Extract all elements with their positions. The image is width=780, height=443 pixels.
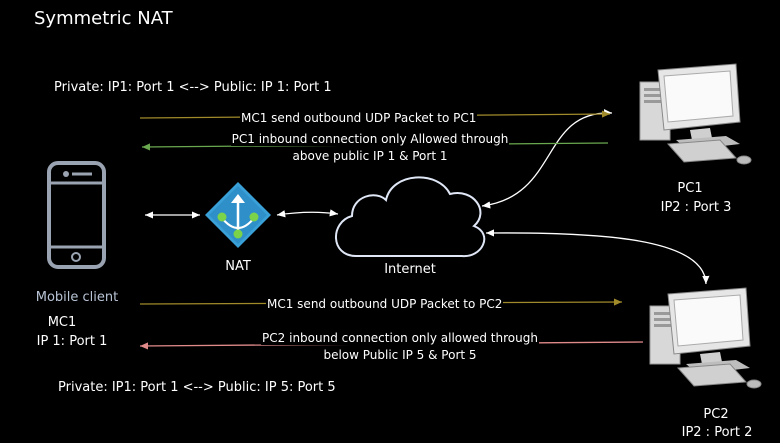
pc2-inbound-label: PC2 inbound connection only allowed thro… [240, 330, 560, 364]
mc1-to-pc1-label: MC1 send outbound UDP Packet to PC1 [240, 111, 478, 125]
pc1-inbound-label: PC1 inbound connection only Allowed thro… [210, 131, 530, 165]
mc1-address: IP 1: Port 1 [36, 334, 108, 349]
pc1-computer-icon [639, 63, 752, 165]
phone-icon [47, 161, 106, 269]
pc2-computer-icon [649, 287, 762, 389]
pc1-inbound-line2: above public IP 1 & Port 1 [292, 149, 448, 163]
mapping-bottom: Private: IP1: Port 1 <--> Public: IP 5: … [58, 380, 336, 395]
mapping-top: Private: IP1: Port 1 <--> Public: IP 1: … [54, 80, 332, 95]
internet-label: Internet [384, 262, 436, 277]
internet-pc2-link [485, 229, 710, 285]
nat-label: NAT [225, 259, 251, 274]
pc2-name: PC2 [703, 407, 729, 422]
pc2-inbound-line2: below Public IP 5 & Port 5 [323, 348, 477, 362]
pc1-address: IP2 : Port 3 [660, 200, 732, 215]
nat-icon [205, 182, 271, 248]
pc2-inbound-line1: PC2 inbound connection only allowed thro… [261, 331, 539, 345]
internet-cloud-icon [335, 176, 486, 258]
mobile-client-label: Mobile client [35, 290, 119, 305]
pc2-address: IP2 : Port 2 [681, 425, 753, 440]
pc1-inbound-line1: PC1 inbound connection only Allowed thro… [230, 132, 510, 146]
diagram-title: Symmetric NAT [34, 8, 173, 29]
nat-internet-link [276, 209, 339, 218]
internet-pc1-link [481, 109, 613, 209]
pc1-name: PC1 [677, 181, 703, 196]
mc1-to-pc2-label: MC1 send outbound UDP Packet to PC2 [266, 297, 504, 311]
mc1-name: MC1 [47, 315, 77, 330]
